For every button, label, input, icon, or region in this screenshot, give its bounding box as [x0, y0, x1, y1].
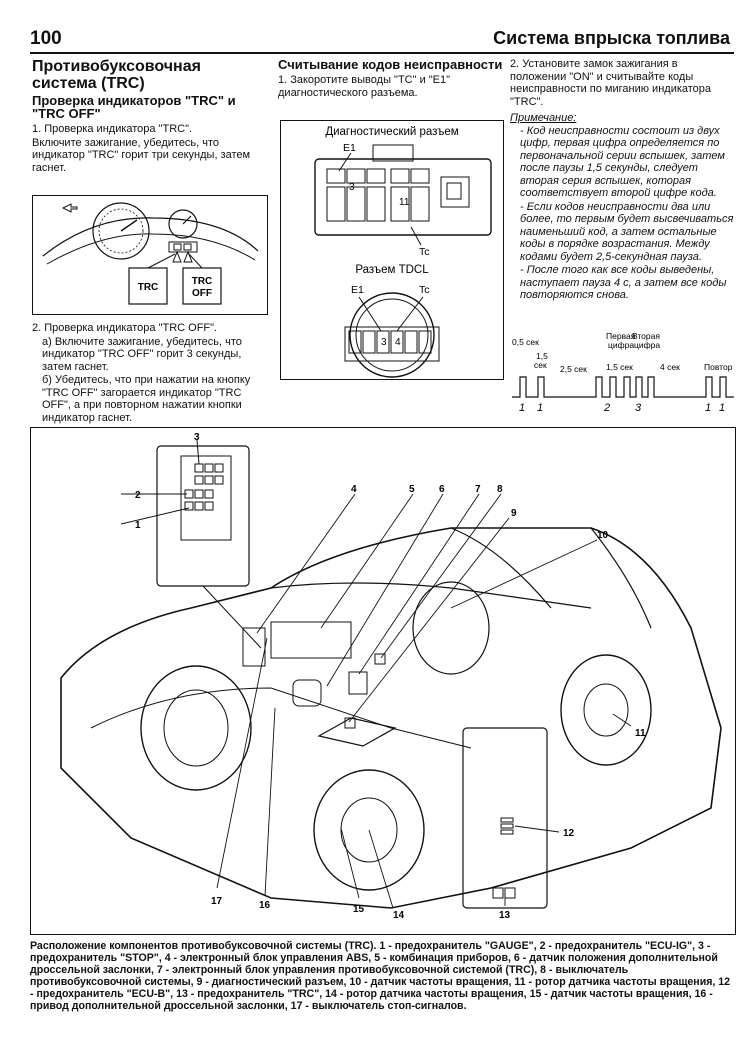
tdcl-title: Разъем TDCL: [355, 264, 429, 276]
pulse-n1d: 1: [719, 402, 725, 414]
pulse-n3: 3: [635, 402, 642, 414]
label-trc: TRC: [138, 282, 159, 293]
callout-17: 17: [211, 896, 223, 907]
column-1-lower: 2. Проверка индикатора "TRC OFF". а) Вкл…: [32, 322, 270, 425]
diag-label-3: 3: [349, 182, 355, 193]
second-digit-2: цифра: [634, 340, 660, 350]
label-trc-off-2: OFF: [192, 288, 212, 299]
step1-title: 1. Проверка индикатора "TRC".: [32, 123, 193, 135]
callout-4: 4: [351, 484, 357, 495]
figure-caption: Расположение компонентов противобуксовоч…: [30, 940, 731, 1012]
diag-connector-title: Диагностический разъем: [325, 126, 458, 138]
t-15a-1: 1,5: [536, 351, 548, 361]
subheading-indicator-check: Проверка индикаторов "TRC" и "TRC OFF": [32, 93, 236, 121]
page-number: 100: [30, 28, 62, 49]
callout-7: 7: [475, 484, 481, 495]
label-trc-off-1: TRC: [192, 276, 213, 287]
callout-1: 1: [135, 520, 141, 531]
step1-text: Включите зажигание, убедитесь, что индик…: [32, 136, 251, 174]
col2-step1: 1. Закоротите выводы "TC" и "E1" диагнос…: [278, 74, 451, 99]
tdcl-label-tc: Tc: [419, 284, 430, 296]
callout-3: 3: [194, 432, 200, 443]
section-heading-codes: Считывание кодов неисправности: [278, 57, 503, 72]
note-3: - После того как все коды выведены, наст…: [520, 264, 727, 301]
car-drawing: 1 2 3 4 5 6 7 8 9 10 11 12 13 14 15 16 1…: [60, 432, 722, 921]
note-2: - Если кодов неисправности два или более…: [520, 200, 734, 263]
callout-16: 16: [259, 900, 271, 911]
dashboard-drawing: TRC TRC OFF: [42, 202, 259, 305]
t-15b: 1,5 сек: [606, 362, 633, 372]
callout-14: 14: [393, 910, 405, 921]
diag-label-11: 11: [399, 197, 410, 208]
callout-12: 12: [563, 828, 575, 839]
second-digit-1: Вторая: [632, 331, 660, 341]
running-title: Система впрыска топлива: [493, 28, 730, 48]
step2-a: а) Включите зажигание, убедитесь, что ин…: [42, 335, 242, 373]
diagnostic-connector-drawing: Диагностический разъем E1 3 11 Tc Разъем…: [314, 126, 492, 378]
column-3: 2. Установите замок зажигания в положени…: [510, 58, 736, 303]
header-rule: [30, 52, 734, 54]
first-digit-1: Первая: [606, 331, 636, 341]
callout-13: 13: [499, 910, 511, 921]
callout-10: 10: [597, 530, 609, 541]
trc-components-figure: 1 2 3 4 5 6 7 8 9 10 11 12 13 14 15 16 1…: [30, 427, 736, 935]
tdcl-label-3: 3: [381, 337, 387, 348]
tdcl-label-4: 4: [395, 337, 401, 348]
pulse-n2: 2: [603, 402, 610, 414]
column-2: Считывание кодов неисправности 1. Закоро…: [278, 58, 504, 100]
repeat-label: Повтор: [704, 362, 733, 372]
col3-step2: 2. Установите замок зажигания в положени…: [510, 58, 712, 108]
step2-title: 2. Проверка индикатора "TRC OFF".: [32, 322, 218, 334]
note-1: - Код неисправности состоит из двух цифр…: [520, 124, 725, 200]
section-heading-trc: Противобуксовочная система (TRC): [32, 58, 201, 92]
callout-5: 5: [409, 484, 415, 495]
callout-9: 9: [511, 508, 517, 519]
timing-diagram: 0,5 сек 1,5 сек 2,5 сек 1,5 сек 4 сек Пе…: [510, 325, 736, 415]
step2-b: б) Убедитесь, что при нажатии на кнопку …: [42, 374, 251, 424]
column-1: Противобуксовочная система (TRC) Проверк…: [32, 58, 270, 175]
t-15a-2: сек: [534, 360, 547, 370]
diag-label-tc: Tc: [419, 246, 430, 258]
t-25: 2,5 сек: [560, 364, 587, 374]
t-05: 0,5 сек: [512, 337, 539, 347]
pulse-n1c: 1: [705, 402, 711, 414]
callout-2: 2: [135, 490, 141, 501]
dashboard-figure: TRC TRC OFF: [32, 195, 268, 315]
callout-11: 11: [635, 728, 646, 739]
t-4: 4 сек: [660, 362, 680, 372]
callout-15: 15: [353, 904, 365, 915]
diagnostic-connector-figure: Диагностический разъем E1 3 11 Tc Разъем…: [280, 120, 504, 380]
callout-6: 6: [439, 484, 445, 495]
pulse-n1a: 1: [519, 402, 525, 414]
callout-8: 8: [497, 484, 503, 495]
pulse-n1b: 1: [537, 402, 543, 414]
note-title: Примечание:: [510, 112, 577, 124]
diag-label-e1: E1: [343, 142, 356, 154]
tdcl-label-e1: E1: [351, 284, 364, 296]
timing-drawing: 0,5 сек 1,5 сек 2,5 сек 1,5 сек 4 сек Пе…: [512, 331, 734, 414]
first-digit-2: цифра: [608, 340, 634, 350]
